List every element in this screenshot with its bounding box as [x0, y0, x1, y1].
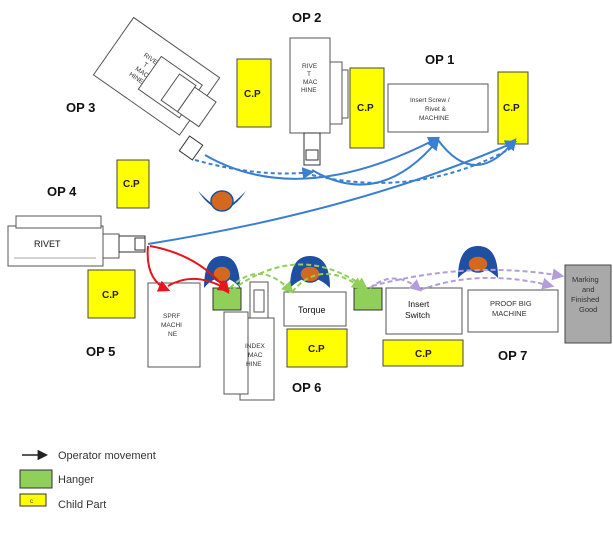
child-part-op5: C.P: [87, 269, 136, 319]
op5-label: OP 5: [86, 344, 115, 359]
operator-icon: [458, 246, 498, 278]
svg-text:C.P: C.P: [308, 344, 325, 355]
op6-machine-line-3: HINE: [246, 361, 262, 368]
child-part-op3: C.P: [236, 58, 272, 128]
svg-text:C.P: C.P: [503, 103, 520, 114]
proof-machine-line-2: MACHINE: [492, 309, 527, 318]
op5-machine: [147, 282, 201, 368]
child-part-op7: C.P: [382, 339, 464, 367]
svg-text:C.P: C.P: [102, 290, 119, 301]
child-part-op2: C.P: [349, 67, 385, 149]
svg-text:C.P: C.P: [244, 89, 261, 100]
op1-label: OP 1: [425, 52, 454, 67]
svg-text:Hanger: Hanger: [58, 474, 94, 486]
op3-rivet-machine: RIVE T MAC HINE: [92, 16, 221, 136]
hanger-2: [353, 287, 383, 311]
finished-line-1: Marking: [572, 275, 599, 284]
op2-machine-line-3: MAC: [303, 79, 318, 86]
svg-text:C.P: C.P: [123, 179, 140, 190]
op2-label: OP 2: [292, 10, 321, 25]
operator-icon: [204, 256, 240, 288]
svg-text:c: c: [30, 499, 33, 505]
green-flow-arrows: [229, 263, 368, 294]
op1-machine: [387, 83, 489, 133]
legend-child-part: c Child Part: [19, 493, 106, 511]
insert-switch-line-2: Switch: [405, 310, 430, 320]
operator-icon: [290, 256, 330, 288]
op6-label: OP 6: [292, 380, 321, 395]
finished-line-3: Finished: [571, 295, 599, 304]
purple-flow-arrows: [369, 268, 565, 292]
op7-label: OP 7: [498, 348, 527, 363]
op4-machine-label: RIVET: [34, 239, 61, 249]
op3-fixture: [178, 135, 204, 161]
finished-goods-box: [564, 264, 612, 344]
proof-machine: [467, 289, 559, 333]
op2-machine-line-4: HINE: [301, 87, 317, 94]
op1-machine-line-2: Rivet &: [425, 106, 447, 113]
op5-machine-line-2: MACHI: [161, 322, 182, 329]
finished-line-2: and: [582, 285, 595, 294]
op3-machine-line-2: T: [142, 61, 149, 69]
op1-machine-line-3: MACHINE: [419, 115, 450, 122]
op1-machine-line-1: Insert Screw /: [410, 97, 450, 104]
child-part-op1: C.P: [497, 71, 529, 145]
finished-line-4: Good: [579, 305, 597, 314]
op5-machine-line-3: NE: [168, 331, 178, 338]
op6-machine-line-2: MAC: [248, 352, 263, 359]
torque-machine: [283, 291, 347, 327]
red-flow-arrows: [146, 245, 231, 294]
legend-operator-movement: Operator movement: [22, 449, 156, 462]
svg-text:Operator movement: Operator movement: [58, 450, 156, 462]
op2-machine-line-1: RIVE: [302, 63, 318, 70]
torque-label: Torque: [298, 305, 326, 315]
op6-machine-line-1: INDEX: [245, 343, 266, 350]
legend-hanger: Hanger: [19, 469, 94, 489]
op2-machine-line-2: T: [307, 71, 311, 78]
op5-machine-line-1: SPRF: [163, 313, 180, 320]
legend: Operator movement Hanger c Child Part: [19, 449, 156, 511]
svg-text:C.P: C.P: [357, 103, 374, 114]
child-part-op4: C.P: [116, 159, 150, 209]
operator-icon: [198, 190, 246, 212]
svg-text:Child Part: Child Part: [58, 499, 106, 511]
insert-switch-machine: [385, 287, 463, 335]
svg-text:C.P: C.P: [415, 349, 432, 360]
op3-label: OP 3: [66, 100, 95, 115]
op4-label: OP 4: [47, 184, 77, 199]
blue-flow-arrows: [147, 136, 518, 245]
insert-switch-line-1: Insert: [408, 299, 430, 309]
child-part-op6: C.P: [286, 328, 348, 368]
proof-machine-line-1: PROOF BIG: [490, 299, 532, 308]
